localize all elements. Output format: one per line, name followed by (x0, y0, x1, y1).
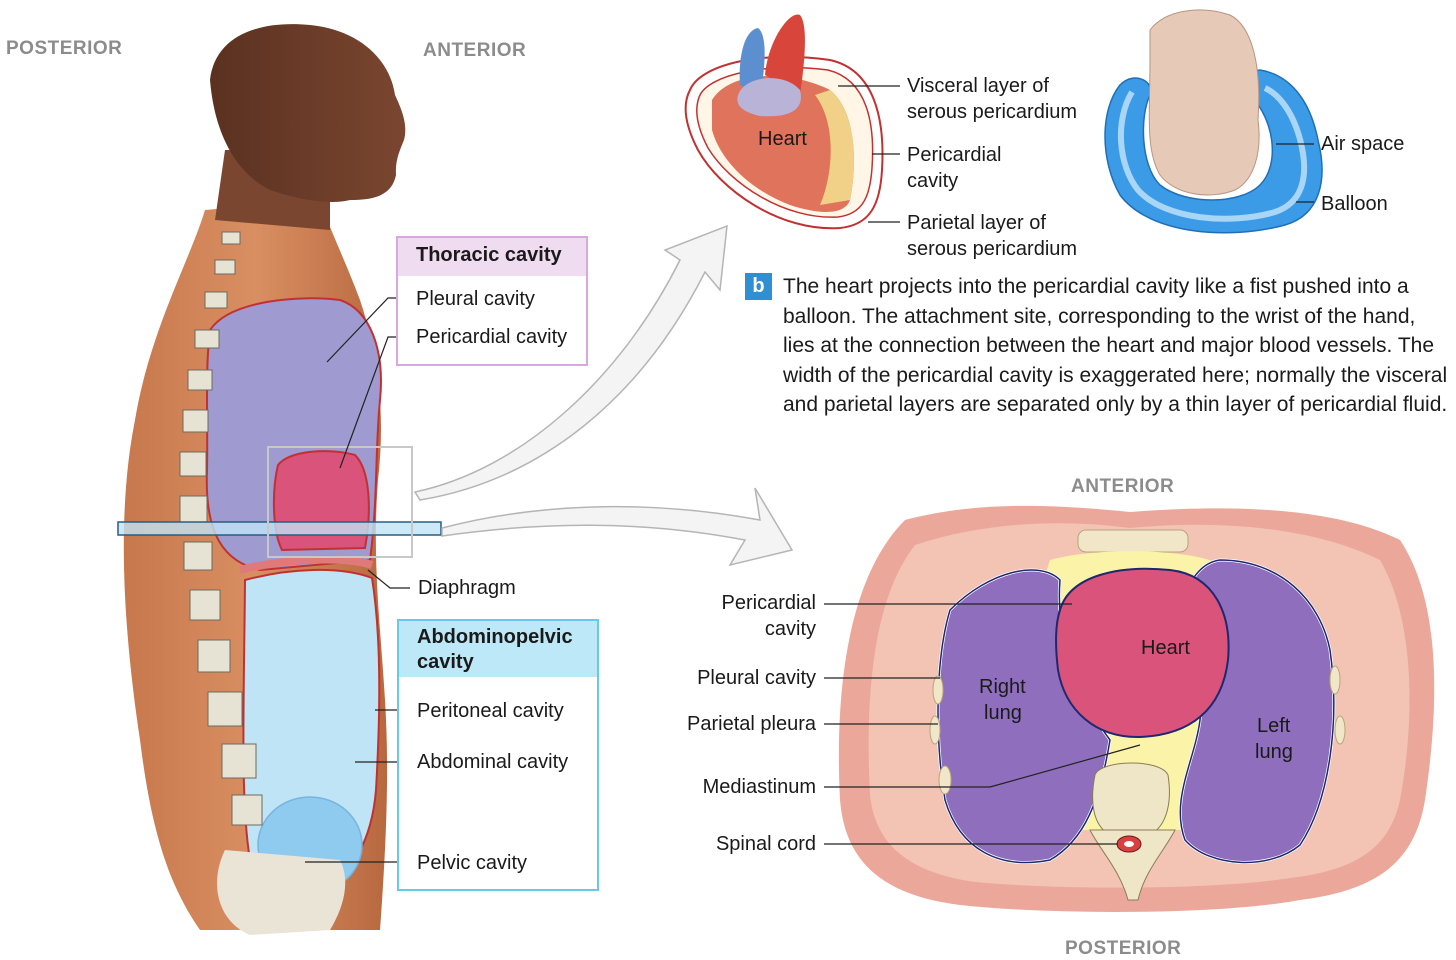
sternum (1078, 530, 1188, 552)
section-spinal-cord-label: Spinal cord (660, 831, 816, 857)
right-lung-label-2: lung (984, 700, 1022, 726)
left-lung-label-2: lung (1255, 739, 1293, 765)
left-lung-label-1: Left (1257, 713, 1290, 739)
section-mediastinum-label: Mediastinum (660, 774, 816, 800)
section-pleural-cavity-label: Pleural cavity (660, 665, 816, 691)
section-pericardial-label-1: Pericardial (680, 590, 816, 616)
right-lung-label-1: Right (979, 674, 1026, 700)
section-pericardial-label-2: cavity (680, 616, 816, 642)
section-parietal-pleura-label: Parietal pleura (660, 711, 816, 737)
section-heart-label: Heart (1141, 635, 1190, 661)
vertebra (1093, 763, 1170, 835)
